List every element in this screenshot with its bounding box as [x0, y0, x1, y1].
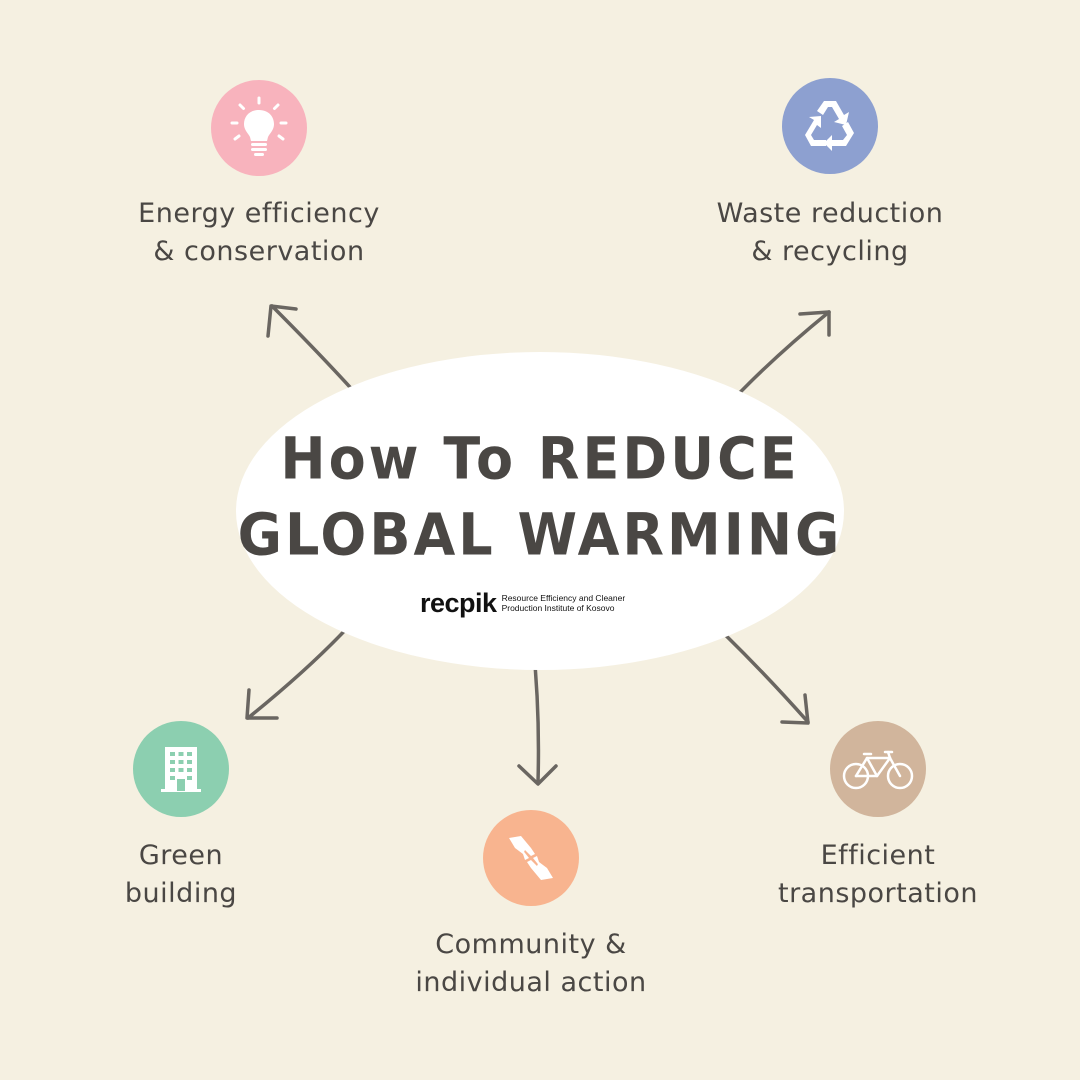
- arrow-to-transport: [711, 621, 810, 725]
- title-line-1: How To REDUCE: [280, 424, 800, 493]
- waste-label-line-2: & recycling: [751, 236, 909, 267]
- recycle-icon: [805, 101, 854, 151]
- community-label-line-1: Community &: [435, 929, 627, 960]
- recpik-logo: recpik Resource Efficiency and Cleaner P…: [420, 588, 625, 618]
- green-icon-circle: [133, 721, 229, 817]
- green-label-line-1: Green: [138, 840, 224, 871]
- logo-tagline-line-2: Production Institute of Kosovo: [501, 603, 615, 613]
- transport-label-line-2: transportation: [777, 878, 979, 909]
- energy-label-line-2: & conservation: [153, 236, 365, 267]
- transport-label-line-1: Efficient: [820, 840, 936, 871]
- logo-tagline: Resource Efficiency and Cleaner Producti…: [502, 593, 626, 613]
- building-icon: [161, 747, 201, 792]
- arrow-to-green: [245, 622, 353, 720]
- waste-icon-circle: [782, 78, 878, 174]
- community-label: Community & individual action: [371, 926, 691, 1002]
- helping-hands-icon: [509, 836, 553, 880]
- energy-icon-circle: [211, 80, 307, 176]
- community-label-line-2: individual action: [415, 967, 647, 998]
- bicycle-icon: [842, 750, 914, 790]
- logo-wordmark: recpik: [420, 587, 497, 618]
- title-line-2: GLOBAL WARMING: [237, 500, 843, 569]
- community-icon-circle: [483, 810, 579, 906]
- green-label-line-2: building: [124, 878, 238, 909]
- waste-label: Waste reduction & recycling: [670, 195, 990, 271]
- transport-icon-circle: [830, 721, 926, 817]
- green-label: Green building: [21, 837, 341, 913]
- logo-tagline-line-1: Resource Efficiency and Cleaner: [501, 593, 626, 603]
- title-bubble: [236, 352, 844, 670]
- energy-label-line-1: Energy efficiency: [138, 198, 380, 229]
- lightbulb-icon: [230, 96, 288, 156]
- energy-label: Energy efficiency & conservation: [99, 195, 419, 271]
- waste-label-line-1: Waste reduction: [716, 198, 944, 229]
- transport-label: Efficient transportation: [718, 837, 1038, 913]
